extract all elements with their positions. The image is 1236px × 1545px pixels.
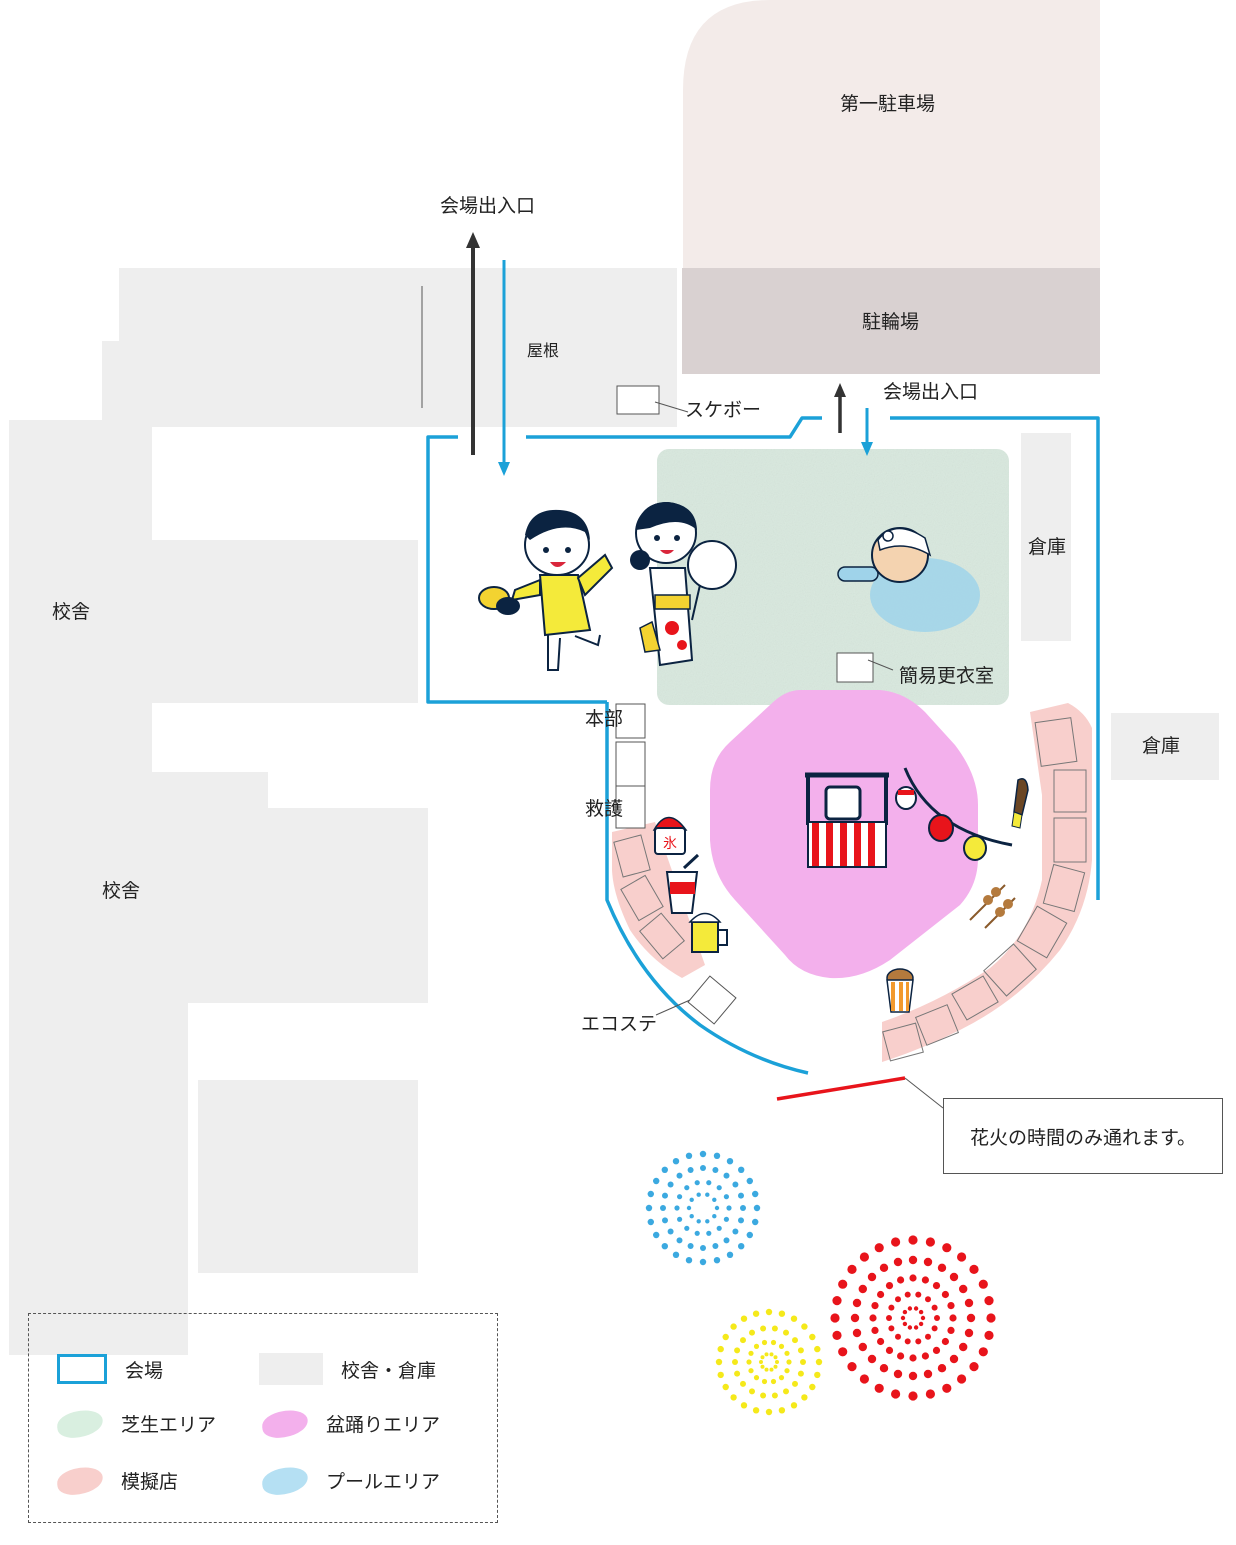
warehouse-inner-label: 倉庫 [1028,536,1067,558]
blue-blob-icon [260,1464,310,1497]
eco-station-label: エコステ [581,1013,658,1035]
beer-mug-icon [688,912,728,953]
first-aid-box [615,785,646,829]
lawn-area [657,449,1009,705]
kakigori-icon: 氷 [652,816,688,855]
legend-stalls: 模擬店 [55,1464,179,1497]
pink-blob-icon [260,1407,310,1440]
skateboard-box [616,385,660,415]
soda-cup-icon [665,853,700,914]
boy-yukata-icon [478,509,614,671]
legend-venue: 会場 [57,1354,163,1384]
skateboard-label: スケボー [685,399,762,421]
legend-buildings: 校舎・倉庫 [259,1353,436,1385]
girl-yukata-icon [630,502,737,667]
legend-bon-odori: 盆踊りエリア [260,1407,441,1440]
fireworks-passage [776,1076,906,1101]
headquarters-label: 本部 [585,708,624,730]
entrance-top-label: 会場出入口 [440,195,536,217]
swimmer-icon [837,527,932,583]
school-building-2-label: 校舎 [102,880,141,902]
bicycle-parking [682,268,1100,374]
lawn-blob-icon [55,1407,105,1440]
hq-box [615,703,646,739]
school-building-1-label: 校舎 [52,601,91,623]
entrance-arrows [466,232,873,476]
legend-pool: プールエリア [260,1464,441,1497]
yakitori-icon [969,884,1016,929]
legend-label: 校舎・倉庫 [341,1359,437,1382]
school-buildings [9,268,677,1355]
yagura-stage-icon [805,772,889,868]
map-legend: 会場 校舎・倉庫 芝生エリア 盆踊りエリア 模擬店 プールエリア [28,1313,498,1523]
parking-lot-1 [683,0,1100,268]
changing-room-label: 簡易更衣室 [899,665,995,687]
stalls-right [882,703,1092,1062]
fireworks-passage-callout: 花火の時間のみ通れます。 [943,1098,1223,1174]
kakigori-text: 氷 [663,836,677,852]
first-aid-label: 救護 [585,798,624,820]
roof-label: 屋根 [527,341,560,360]
warehouse-outer [1111,713,1219,780]
warehouse-outer-label: 倉庫 [1142,735,1181,757]
gray-rect-icon [259,1353,323,1385]
lanterns-icon [895,767,1013,861]
warehouse-inner [1021,433,1071,641]
venue-boundary [426,416,1100,1075]
parking-lot-1-label: 第一駐車場 [840,93,936,115]
legend-label: 会場 [125,1359,164,1382]
choco-banana-icon [1011,778,1029,829]
salmon-blob-icon [55,1464,105,1497]
bicycle-parking-label: 駐輪場 [862,311,920,333]
eco-station-box [687,975,737,1025]
legend-label: プールエリア [326,1471,441,1493]
legend-lawn: 芝生エリア [55,1407,217,1440]
entrance-right-label: 会場出入口 [883,381,979,403]
legend-label: 模擬店 [121,1471,179,1493]
outline-box-icon [57,1354,107,1384]
legend-label: 盆踊りエリア [326,1414,441,1436]
legend-label: 芝生エリア [121,1414,217,1436]
stalls-left [612,822,705,978]
fireworks-icon [645,1150,996,1416]
callout-text: 花火の時間のみ通れます。 [969,1126,1197,1149]
changing-room-box [836,652,874,683]
popcorn-icon [886,968,914,1013]
